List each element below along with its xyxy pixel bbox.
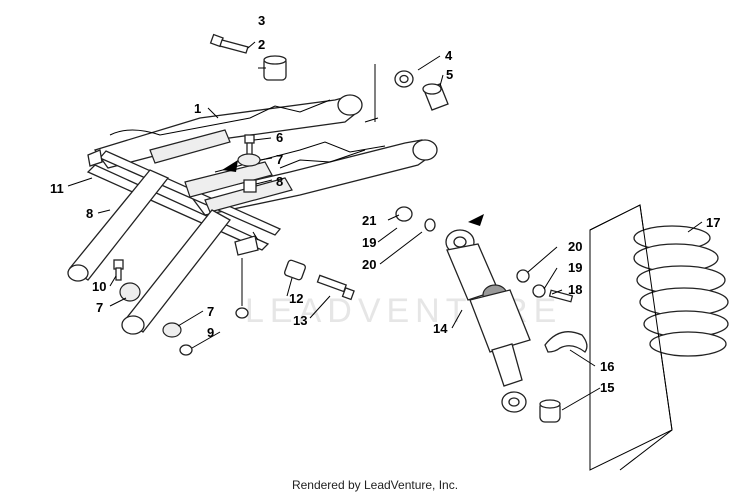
nut-part-7-right[interactable]	[235, 307, 249, 319]
rear-arm-assembly[interactable]	[67, 94, 438, 335]
washer-part-19-right[interactable]	[532, 284, 546, 298]
callout-2: 2	[258, 37, 265, 52]
washer-part-7-bottom[interactable]	[162, 322, 182, 338]
callout-3: 3	[258, 13, 265, 28]
callout-17: 17	[706, 215, 720, 230]
bolt-part-10[interactable]	[113, 259, 124, 281]
leader-lines	[67, 41, 703, 411]
callout-10: 10	[92, 279, 106, 294]
oring-part-20-left[interactable]	[424, 218, 436, 232]
bushing-part-2[interactable]	[263, 55, 287, 81]
bolt-part-3[interactable]	[209, 33, 249, 54]
spring-part-17[interactable]	[589, 204, 729, 471]
shock-absorber-part-14[interactable]	[445, 229, 531, 413]
callout-18: 18	[568, 282, 582, 297]
callout-7-bottom: 7	[207, 304, 214, 319]
callout-7-top: 7	[276, 152, 283, 167]
bushing-part-21[interactable]	[395, 206, 413, 222]
arrow-marker-left	[222, 160, 238, 172]
oring-part-20-right[interactable]	[516, 269, 530, 283]
callout-14: 14	[433, 321, 448, 336]
callout-19-right: 19	[568, 260, 582, 275]
footer-credit: Rendered by LeadVenture, Inc.	[291, 478, 459, 492]
callout-5: 5	[446, 67, 453, 82]
callout-12: 12	[289, 291, 303, 306]
arrow-marker-right	[468, 214, 484, 226]
washer-part-7-left[interactable]	[119, 282, 141, 302]
callout-21: 21	[362, 213, 376, 228]
callout-19-left: 19	[362, 235, 376, 250]
callout-8-top: 8	[276, 174, 283, 189]
callout-7-left: 7	[96, 300, 103, 315]
collar-part-16[interactable]	[544, 331, 588, 353]
callout-9: 9	[207, 325, 214, 340]
bushing-part-15[interactable]	[539, 399, 561, 423]
callout-8-left: 8	[86, 206, 93, 221]
callout-15: 15	[600, 380, 614, 395]
callout-1: 1	[194, 101, 201, 116]
washer-part-4[interactable]	[394, 70, 414, 88]
callout-11: 11	[50, 181, 64, 196]
callout-4: 4	[445, 48, 453, 63]
callout-6: 6	[276, 130, 283, 145]
washer-part-7-top[interactable]	[237, 153, 261, 167]
callout-20-right: 20	[568, 239, 582, 254]
bolt-part-13[interactable]	[316, 274, 355, 301]
callout-20-left: 20	[362, 257, 376, 272]
spacer-part-8-top[interactable]	[243, 179, 257, 193]
spacer-part-12[interactable]	[284, 259, 306, 281]
callout-labels: 1 2 3 4 5 6 7 8 11 8 10 7 7 9 12 13 21 1…	[50, 13, 720, 395]
callout-13: 13	[293, 313, 307, 328]
nut-part-9[interactable]	[179, 344, 193, 356]
callout-16: 16	[600, 359, 614, 374]
bushing-part-5[interactable]	[422, 83, 449, 111]
